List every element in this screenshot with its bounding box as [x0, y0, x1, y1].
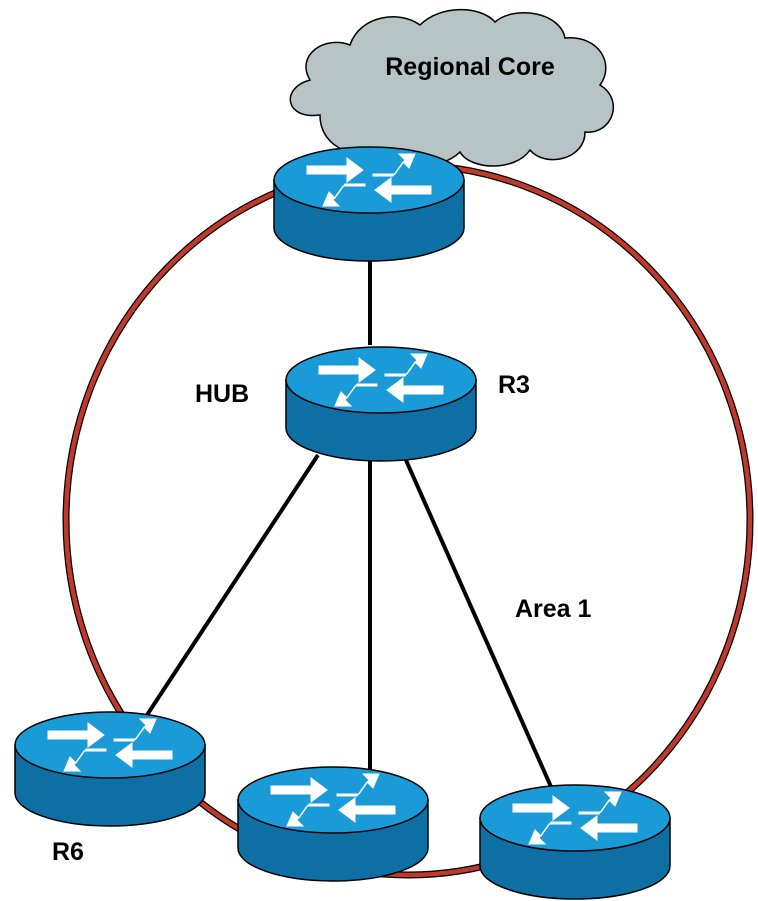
cloud-label: Regional Core — [385, 53, 555, 81]
cloud-icon — [289, 8, 615, 167]
router-icon-hub — [285, 346, 477, 462]
area-label: Area 1 — [515, 595, 592, 623]
link-hub-r6 — [143, 453, 320, 720]
r3-label: R3 — [498, 371, 530, 399]
hub-label: HUB — [195, 380, 249, 408]
router-icon-r6 — [14, 711, 206, 827]
router-icon-bottom-right — [479, 784, 671, 900]
router-icon-core — [273, 146, 465, 262]
router-icon-bottom-middle — [237, 766, 429, 882]
links — [143, 250, 558, 799]
link-hub-bottom-right — [403, 457, 558, 799]
r6-label: R6 — [52, 838, 84, 866]
